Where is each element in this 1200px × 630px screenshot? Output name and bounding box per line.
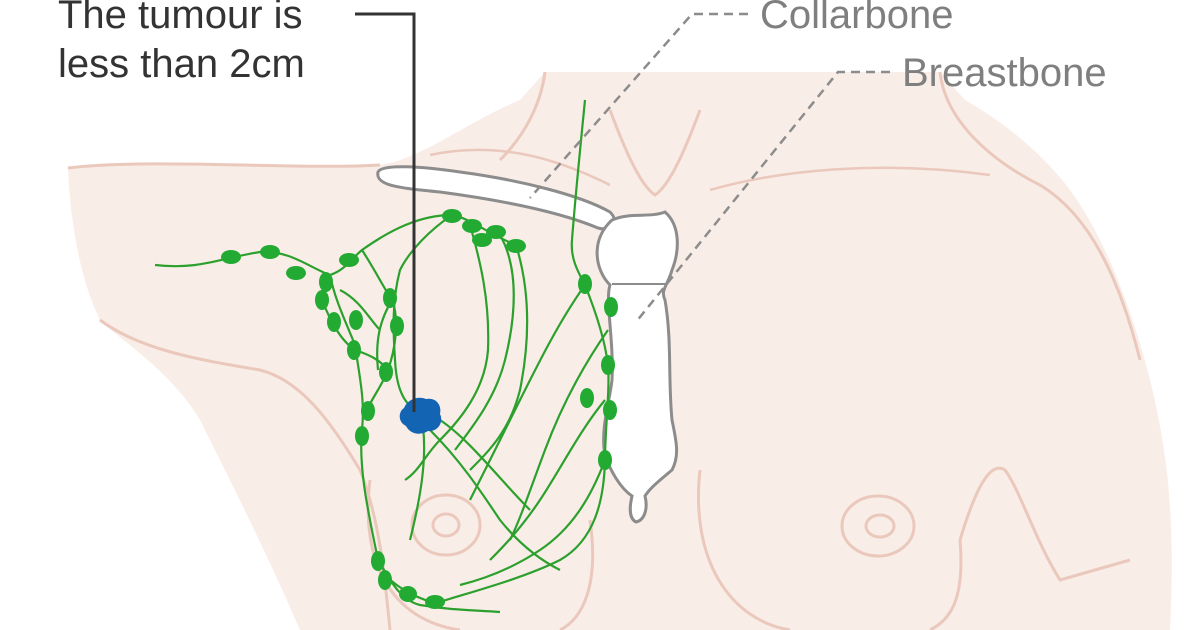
breastbone-leader-line <box>635 70 890 323</box>
lymph-node <box>578 274 592 294</box>
right-breast-outline <box>697 469 963 630</box>
lymph-node <box>347 340 361 360</box>
lymph-node <box>603 400 617 420</box>
tumour <box>399 397 442 434</box>
lymph-node <box>361 401 375 421</box>
lymph-node <box>604 297 618 317</box>
lymph-nodes <box>221 209 618 609</box>
collar-crease <box>429 148 991 192</box>
lymph-node <box>472 233 492 247</box>
breastbone-label: Breastbone <box>902 51 1107 95</box>
left-nipple <box>410 493 482 557</box>
tumour-leader-line <box>355 12 416 412</box>
lymph-node <box>399 586 417 602</box>
right-nipple <box>840 494 916 558</box>
lymph-node <box>260 245 280 259</box>
lymph-node <box>286 266 306 280</box>
lymph-node <box>580 388 594 408</box>
lymph-node <box>442 209 462 223</box>
lymph-node <box>349 310 363 330</box>
lymph-node <box>339 253 359 267</box>
right-side-fold <box>958 466 1131 582</box>
lymph-node <box>355 426 369 446</box>
tumour-label-line1: The tumour is <box>58 0 303 37</box>
lymph-node <box>315 290 329 310</box>
lymph-node <box>319 272 333 292</box>
lymph-node <box>327 312 341 332</box>
torso-outline-left <box>67 162 392 630</box>
collarbone-label: Collarbone <box>760 0 953 37</box>
neck-notch <box>608 109 702 197</box>
lymph-node <box>486 225 506 239</box>
lymph-node <box>371 551 385 571</box>
lymph-node <box>506 239 526 253</box>
lymph-node <box>462 219 482 233</box>
bones <box>376 165 679 524</box>
lymph-node <box>425 595 445 609</box>
lymph-node <box>390 316 404 336</box>
lymph-node <box>379 362 393 382</box>
lymph-node <box>383 288 397 308</box>
lymph-node <box>221 250 241 264</box>
torso-outline-neck <box>498 71 1142 361</box>
lymph-node <box>601 355 615 375</box>
tumour-label-line2: less than 2cm <box>58 42 305 86</box>
lymph-node <box>378 570 392 590</box>
lymph-node <box>598 450 612 470</box>
collarbone-leader-line <box>529 12 748 199</box>
